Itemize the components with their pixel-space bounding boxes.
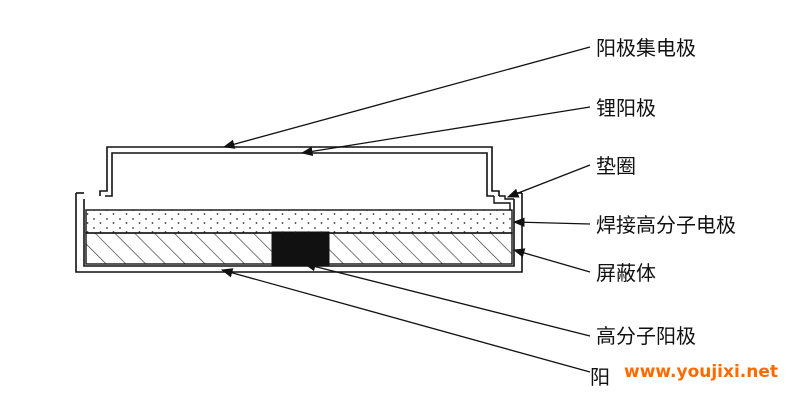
label-cut: 阳 bbox=[590, 365, 610, 389]
watermark: www.youjixi.net bbox=[624, 362, 778, 382]
leader-polymer-anode bbox=[303, 262, 591, 337]
label-gasket: 垫圈 bbox=[596, 154, 636, 178]
leader-lithium-anode bbox=[300, 106, 591, 156]
label-anode-collector: 阳极集电极 bbox=[596, 36, 696, 60]
leader-cut-label bbox=[220, 268, 591, 373]
leader-gasket bbox=[506, 164, 591, 198]
leader-shield bbox=[512, 248, 591, 273]
weld-polymer-electrode-layer bbox=[85, 209, 513, 234]
label-polymer-anode: 高分子阳极 bbox=[596, 324, 696, 348]
label-lithium-anode: 锂阳极 bbox=[596, 96, 656, 120]
leader-lines bbox=[220, 46, 591, 373]
label-shield: 屏蔽体 bbox=[596, 261, 656, 285]
leader-anode-collector bbox=[222, 46, 591, 149]
leader-weld-polymer-electrode bbox=[512, 217, 591, 227]
gasket bbox=[493, 195, 514, 210]
polymer-anode-block bbox=[271, 231, 330, 267]
label-weld-polymer-electrode: 焊接高分子电极 bbox=[596, 213, 736, 237]
anode-collector-cap bbox=[99, 146, 500, 197]
